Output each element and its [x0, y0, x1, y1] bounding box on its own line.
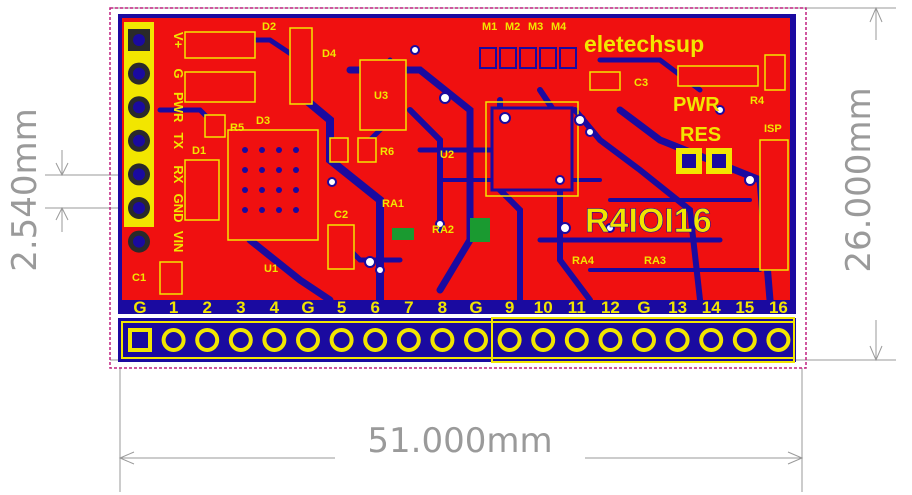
- bottom-header-group-outline: [491, 317, 795, 363]
- bottom-header-pin: [363, 328, 388, 352]
- bottom-header-pin: [531, 328, 556, 352]
- left-pin-label: PWR: [171, 92, 186, 123]
- label-d2: D2: [262, 21, 276, 33]
- left-header-pin: [128, 62, 150, 85]
- pwr-label: PWR: [673, 94, 720, 116]
- left-pin-label: V+: [171, 32, 186, 49]
- bottom-pin-label: G: [637, 298, 650, 317]
- bottom-header-pin: [329, 328, 354, 352]
- model-label: R4IOI16: [585, 202, 712, 240]
- left-header-pin: [128, 230, 150, 253]
- bottom-pin-label: G: [301, 298, 314, 317]
- bottom-header-pin: [296, 328, 320, 352]
- left-header-pin: [128, 129, 150, 152]
- label-ra3: RA3: [644, 255, 666, 267]
- bottom-pin-label: G: [469, 298, 482, 317]
- bottom-header-pin: [228, 328, 253, 352]
- label-ra1: RA1: [382, 198, 404, 210]
- bottom-pin-label: 13: [668, 298, 687, 317]
- label-ra2: RA2: [432, 224, 454, 236]
- bottom-header-pin: [128, 328, 152, 352]
- left-pin-label: GND: [171, 194, 186, 223]
- bottom-pin-label: 1: [169, 298, 178, 317]
- left-header-pin: [128, 197, 150, 219]
- vias: [327, 45, 756, 275]
- label-m1: M1: [482, 21, 497, 33]
- label-r5: R5: [230, 122, 244, 134]
- bottom-pin-label: 4: [270, 298, 280, 317]
- bottom-header-pin: [632, 328, 656, 352]
- isp-connector: [759, 139, 789, 271]
- left-pin-label: VIN: [171, 231, 186, 253]
- bottom-pin-label: 10: [534, 298, 553, 317]
- bottom-pin-label: 12: [601, 298, 620, 317]
- bottom-header-pin: [195, 328, 220, 352]
- label-m4: M4: [551, 21, 567, 33]
- bottom-pin-label: 7: [404, 298, 413, 317]
- label-c3: C3: [634, 77, 648, 89]
- bottom-header-pin: [699, 328, 724, 352]
- ic-u1: [227, 129, 319, 241]
- bottom-header-pin: [564, 328, 589, 352]
- bottom-pin-label: 11: [568, 298, 586, 317]
- left-pin-label: TX: [171, 132, 186, 149]
- label-u1: U1: [264, 263, 278, 275]
- bottom-pin-label: 5: [337, 298, 346, 317]
- bottom-pin-label: 8: [438, 298, 447, 317]
- bottom-header-pin: [396, 328, 421, 352]
- top-pad-row: [479, 47, 577, 69]
- bottom-pin-label: G: [133, 298, 146, 317]
- label-d4: D4: [322, 48, 337, 60]
- bottom-header-pin: [262, 328, 287, 352]
- left-header: [124, 22, 154, 227]
- bottom-pin-label: 15: [735, 298, 754, 317]
- label-ra4: RA4: [572, 255, 595, 267]
- label-m3: M3: [528, 21, 543, 33]
- left-header-pin: [128, 29, 150, 51]
- left-pin-label: G: [171, 69, 186, 79]
- label-d1: D1: [192, 145, 206, 157]
- label-c2: C2: [334, 209, 348, 221]
- diodes: [184, 27, 313, 221]
- bottom-pin-label: 16: [769, 298, 788, 317]
- resistor-arrays: [392, 218, 490, 242]
- label-u2: U2: [440, 149, 454, 161]
- height-dimension-label: 26.000mm: [839, 87, 879, 272]
- bottom-header-pin: [464, 328, 488, 352]
- reset-pads: [676, 148, 732, 174]
- res-label: RES: [680, 124, 721, 146]
- bottom-pin-label: 9: [505, 298, 514, 317]
- ic-u3: [359, 59, 407, 131]
- left-header-pin: [128, 163, 150, 186]
- bottom-pin-label: 2: [202, 298, 211, 317]
- passive-parts: [159, 54, 786, 295]
- bottom-header-pin: [497, 328, 522, 352]
- bottom-header-pin: [598, 328, 623, 352]
- bottom-pin-label: 6: [370, 298, 379, 317]
- width-dimension-label: 51.000mm: [367, 421, 552, 461]
- label-m2: M2: [505, 21, 520, 33]
- bottom-pin-label: 14: [702, 298, 721, 317]
- bottom-header-pin: [732, 328, 757, 352]
- pitch-dimension-label: 2.540mm: [5, 108, 45, 272]
- label-isp: ISP: [764, 123, 782, 135]
- label-u3: U3: [374, 90, 388, 102]
- label-d3: D3: [256, 115, 270, 127]
- bottom-header-pin: [161, 328, 186, 352]
- bottom-header-pin: [766, 328, 791, 352]
- left-pin-label: RX: [171, 165, 186, 183]
- bottom-pin-label: 3: [236, 298, 245, 317]
- brand-label: eletechsup: [584, 31, 704, 57]
- left-header-pin: [128, 96, 150, 119]
- label-c1: C1: [132, 272, 146, 284]
- bottom-header-pin: [430, 328, 455, 352]
- label-r6: R6: [380, 146, 394, 158]
- label-r4: R4: [750, 95, 765, 107]
- bottom-header-pin: [665, 328, 690, 352]
